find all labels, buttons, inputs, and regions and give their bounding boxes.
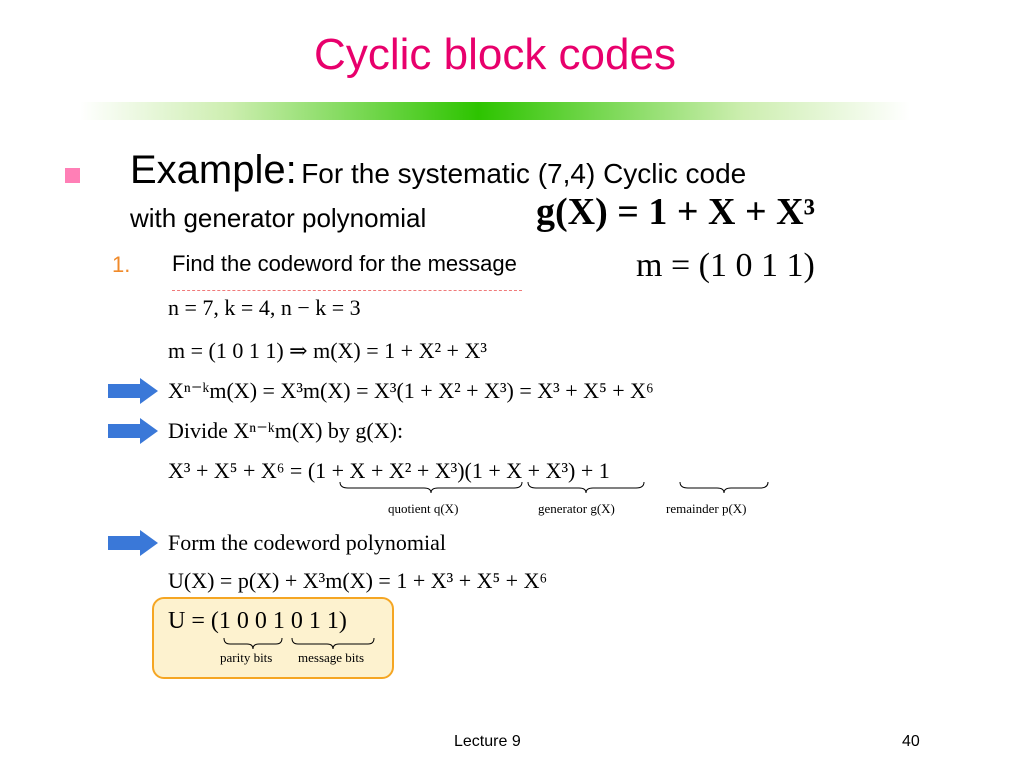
title-underline (80, 102, 910, 120)
generator-text: with generator polynomial (130, 203, 427, 233)
item-number: 1. (112, 252, 131, 277)
generator-label: generator g(X) (538, 501, 615, 516)
dashed-divider (172, 290, 522, 291)
eq-message-poly: m = (1 0 1 1) ⇒ m(X) = 1 + X² + X³ (168, 338, 487, 363)
remainder-label: remainder p(X) (666, 501, 747, 516)
eq-division: X³ + X⁵ + X⁶ = (1 + X + X² + X³)(1 + X +… (168, 458, 610, 483)
eq-codeword-poly: U(X) = p(X) + X³m(X) = 1 + X³ + X⁵ + X⁶ (168, 568, 548, 593)
codeword-highlight-box (152, 597, 394, 679)
message-vector: m = (1 0 1 1) (636, 247, 815, 284)
brace-generator-icon (527, 481, 645, 494)
brace-message-icon (291, 637, 375, 650)
eq-form-codeword: Form the codeword polynomial (168, 530, 447, 555)
brace-quotient-icon (339, 481, 523, 494)
message-bits-label: message bits (298, 650, 365, 665)
parity-bits-label: parity bits (220, 650, 273, 665)
bullet-line: Example: For the systematic (7,4) Cyclic… (130, 148, 746, 193)
generator-polynomial: g(X) = 1 + X + X³ (536, 191, 815, 233)
eq-divide: Divide Xⁿ⁻ᵏm(X) by g(X): (168, 418, 404, 443)
footer-page-number: 40 (902, 733, 920, 750)
eq-codeword: U = (1 0 0 1 0 1 1) (168, 608, 347, 634)
slide-title: Cyclic block codes (314, 30, 676, 79)
eq-params: n = 7, k = 4, n − k = 3 (168, 295, 361, 320)
eq-shift: Xⁿ⁻ᵏm(X) = X³m(X) = X³(1 + X² + X³) = X³… (168, 378, 654, 403)
brace-parity-icon (223, 637, 283, 650)
example-text: For the systematic (7,4) Cyclic code (301, 158, 747, 189)
quotient-label: quotient q(X) (388, 501, 459, 516)
arrow-right-icon (108, 378, 158, 404)
arrow-right-icon (108, 418, 158, 444)
bullet-square-icon (65, 168, 80, 183)
item-text: Find the codeword for the message (172, 251, 517, 276)
arrow-right-icon (108, 530, 158, 556)
brace-remainder-icon (679, 481, 769, 494)
example-label: Example: (130, 148, 297, 192)
footer-lecture: Lecture 9 (454, 733, 521, 750)
